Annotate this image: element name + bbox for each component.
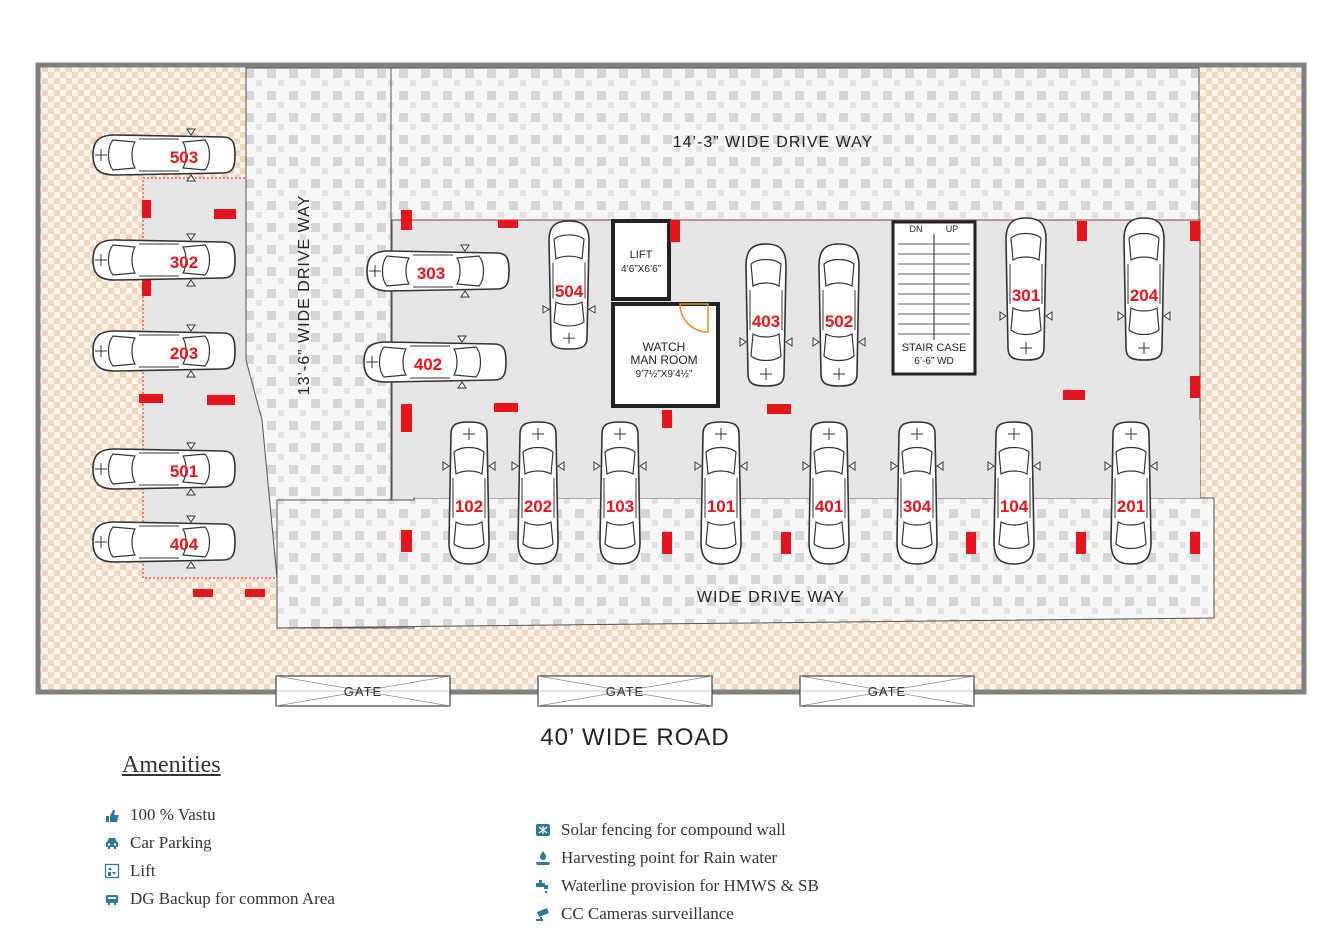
amenity-item: 100 % Vastu bbox=[104, 805, 216, 825]
car-302-number: 302 bbox=[170, 253, 198, 272]
car-102-number: 102 bbox=[455, 497, 483, 516]
svg-text:GATE: GATE bbox=[344, 684, 382, 699]
car-103: 103 bbox=[593, 421, 647, 565]
car-504-number: 504 bbox=[555, 282, 584, 301]
car-503-number: 503 bbox=[170, 148, 198, 167]
generator-icon bbox=[104, 891, 120, 907]
car-304-number: 304 bbox=[903, 497, 932, 516]
amenity-item: Solar fencing for compound wall bbox=[535, 820, 786, 840]
svg-text:DN: DN bbox=[910, 224, 923, 234]
car-202-number: 202 bbox=[524, 497, 552, 516]
stair-size: 6’-6” WD bbox=[914, 356, 953, 367]
car-204: 204 bbox=[1117, 217, 1171, 361]
car-401-number: 401 bbox=[815, 497, 843, 516]
amenity-item: Lift bbox=[104, 861, 156, 881]
watchman-size: 9’7½”X9’4½” bbox=[636, 369, 693, 380]
amenity-label: Waterline provision for HMWS & SB bbox=[561, 876, 819, 895]
car-303: 303 bbox=[366, 244, 510, 298]
car-203: 203 bbox=[92, 324, 236, 378]
car-102: 102 bbox=[442, 421, 496, 565]
thumbs-up-icon bbox=[104, 807, 120, 823]
door-swing-icon bbox=[679, 303, 709, 333]
amenity-item: Car Parking bbox=[104, 833, 212, 853]
amenities-title: Amenities bbox=[122, 752, 221, 778]
lift-icon bbox=[104, 863, 120, 879]
watchman-label-2: MAN ROOM bbox=[630, 353, 697, 367]
gate-3: GATE bbox=[799, 675, 975, 707]
lift-label: LIFT bbox=[630, 249, 653, 261]
car-501: 501 bbox=[92, 442, 236, 496]
gate-1: GATE bbox=[275, 675, 451, 707]
amenity-label: Lift bbox=[130, 861, 156, 880]
car-502: 502 bbox=[812, 243, 866, 387]
car-203-number: 203 bbox=[170, 344, 198, 363]
amenity-label: 100 % Vastu bbox=[130, 805, 216, 824]
car-304: 304 bbox=[890, 421, 944, 565]
car-101-number: 101 bbox=[707, 497, 735, 516]
cctv-camera-icon bbox=[535, 906, 551, 922]
lift-shaft bbox=[611, 219, 671, 301]
top-drive-way-label: 14’-3” WIDE DRIVE WAY bbox=[673, 134, 874, 151]
car-402: 402 bbox=[363, 335, 507, 389]
car-502-number: 502 bbox=[825, 312, 853, 331]
car-403-number: 403 bbox=[752, 312, 780, 331]
rain-water-icon bbox=[535, 850, 551, 866]
car-201-number: 201 bbox=[1117, 497, 1145, 516]
amenity-label: Solar fencing for compound wall bbox=[561, 820, 786, 839]
left-drive-way-label: 13’-6” WIDE DRIVE WAY bbox=[296, 195, 313, 396]
svg-text:GATE: GATE bbox=[868, 684, 906, 699]
amenity-item: CC Cameras surveillance bbox=[535, 904, 734, 924]
lift-size: 4’6”X6’6” bbox=[621, 264, 661, 275]
car-404: 404 bbox=[92, 515, 236, 569]
car-301-number: 301 bbox=[1012, 286, 1040, 305]
bottom-drive-way bbox=[276, 497, 1215, 629]
car-302: 302 bbox=[92, 233, 236, 287]
car-104-number: 104 bbox=[1000, 497, 1029, 516]
amenity-item: Waterline provision for HMWS & SB bbox=[535, 876, 819, 896]
car-401: 401 bbox=[802, 421, 856, 565]
parked-cars: 503 302 203 501 404 303 402 504 403 502 301 204 102 2… bbox=[92, 128, 1171, 569]
road-label: 40’ WIDE ROAD bbox=[540, 724, 729, 751]
car-202: 202 bbox=[511, 421, 565, 565]
water-tap-icon bbox=[535, 878, 551, 894]
car-504: 504 bbox=[542, 220, 596, 350]
watchman-room bbox=[611, 302, 720, 408]
car-204-number: 204 bbox=[1130, 286, 1159, 305]
amenity-item: DG Backup for common Area bbox=[104, 889, 335, 909]
amenity-label: Harvesting point for Rain water bbox=[561, 848, 778, 867]
car-201: 201 bbox=[1104, 421, 1158, 565]
car-402-number: 402 bbox=[414, 355, 442, 374]
amenity-label: Car Parking bbox=[130, 833, 212, 852]
svg-text:GATE: GATE bbox=[606, 684, 644, 699]
car-303-number: 303 bbox=[417, 264, 445, 283]
car-301: 301 bbox=[999, 217, 1053, 361]
car-404-number: 404 bbox=[170, 535, 199, 554]
car-103-number: 103 bbox=[606, 497, 634, 516]
bottom-drive-way-label: WIDE DRIVE WAY bbox=[697, 589, 845, 606]
car-501-number: 501 bbox=[170, 462, 198, 481]
amenity-label: DG Backup for common Area bbox=[130, 889, 335, 908]
gates: GATE GATE GATE bbox=[275, 675, 975, 707]
stair-case: DN UP STAIR CASE 6’-6” WD bbox=[891, 220, 977, 376]
amenity-label: CC Cameras surveillance bbox=[561, 904, 734, 923]
svg-text:UP: UP bbox=[946, 224, 959, 234]
solar-fence-icon bbox=[535, 822, 551, 838]
stair-label: STAIR CASE bbox=[902, 342, 967, 354]
car-icon bbox=[104, 835, 120, 851]
car-503: 503 bbox=[92, 128, 236, 182]
watchman-label-1: WATCH bbox=[643, 340, 686, 354]
amenity-item: Harvesting point for Rain water bbox=[535, 848, 777, 868]
car-403: 403 bbox=[739, 243, 793, 387]
car-101: 101 bbox=[694, 421, 748, 565]
gate-2: GATE bbox=[537, 675, 713, 707]
car-104: 104 bbox=[987, 421, 1041, 565]
red-markers bbox=[139, 200, 1200, 597]
top-drive-way bbox=[390, 67, 1200, 221]
